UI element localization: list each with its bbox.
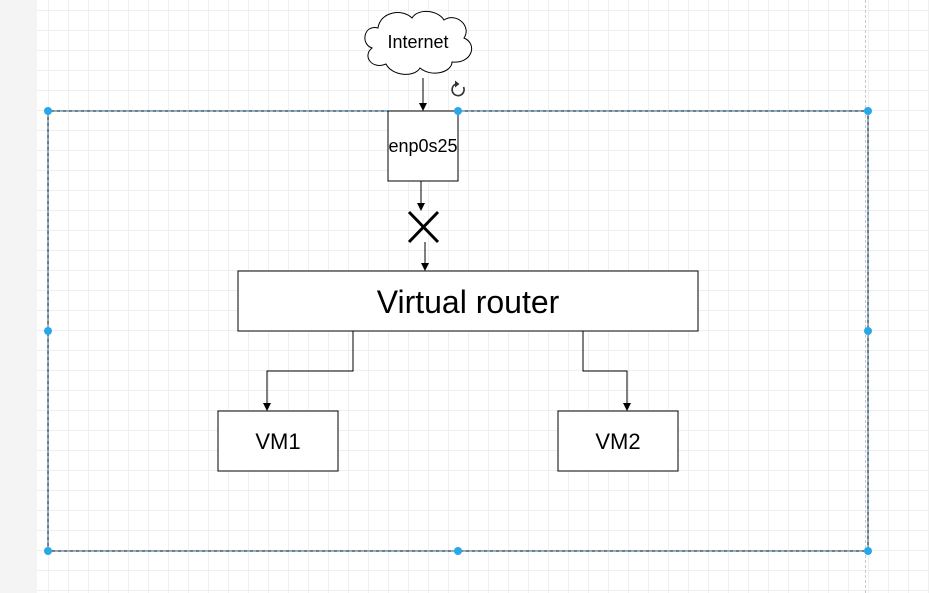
page-break-line <box>865 0 866 593</box>
handle-bottom-left[interactable] <box>44 547 52 555</box>
internet-cloud[interactable] <box>364 11 473 75</box>
nic-box[interactable] <box>387 110 459 182</box>
handle-bottom[interactable] <box>454 547 462 555</box>
edge-router-vm2[interactable] <box>582 331 631 411</box>
handle-right[interactable] <box>864 327 872 335</box>
handle-top-left[interactable] <box>44 107 52 115</box>
rotate-icon[interactable] <box>451 80 465 97</box>
router-label: Virtual router <box>376 283 560 320</box>
internet-label: Internet <box>387 31 449 52</box>
vm1-box[interactable] <box>217 410 339 472</box>
handle-bottom-right[interactable] <box>864 547 872 555</box>
switch-cross-symbol[interactable] <box>407 210 440 244</box>
handle-top-right[interactable] <box>864 107 872 115</box>
canvas-gutter <box>0 0 37 593</box>
vm1-label: VM1 <box>255 429 301 454</box>
vm2-label: VM2 <box>595 429 641 454</box>
nic-label: enp0s25 <box>388 135 458 156</box>
router-box[interactable] <box>237 270 699 332</box>
handle-top[interactable] <box>454 107 462 115</box>
handle-left[interactable] <box>44 327 52 335</box>
vm2-box[interactable] <box>557 410 679 472</box>
selection-handles[interactable] <box>44 107 872 555</box>
edge-router-vm1[interactable] <box>263 331 354 411</box>
